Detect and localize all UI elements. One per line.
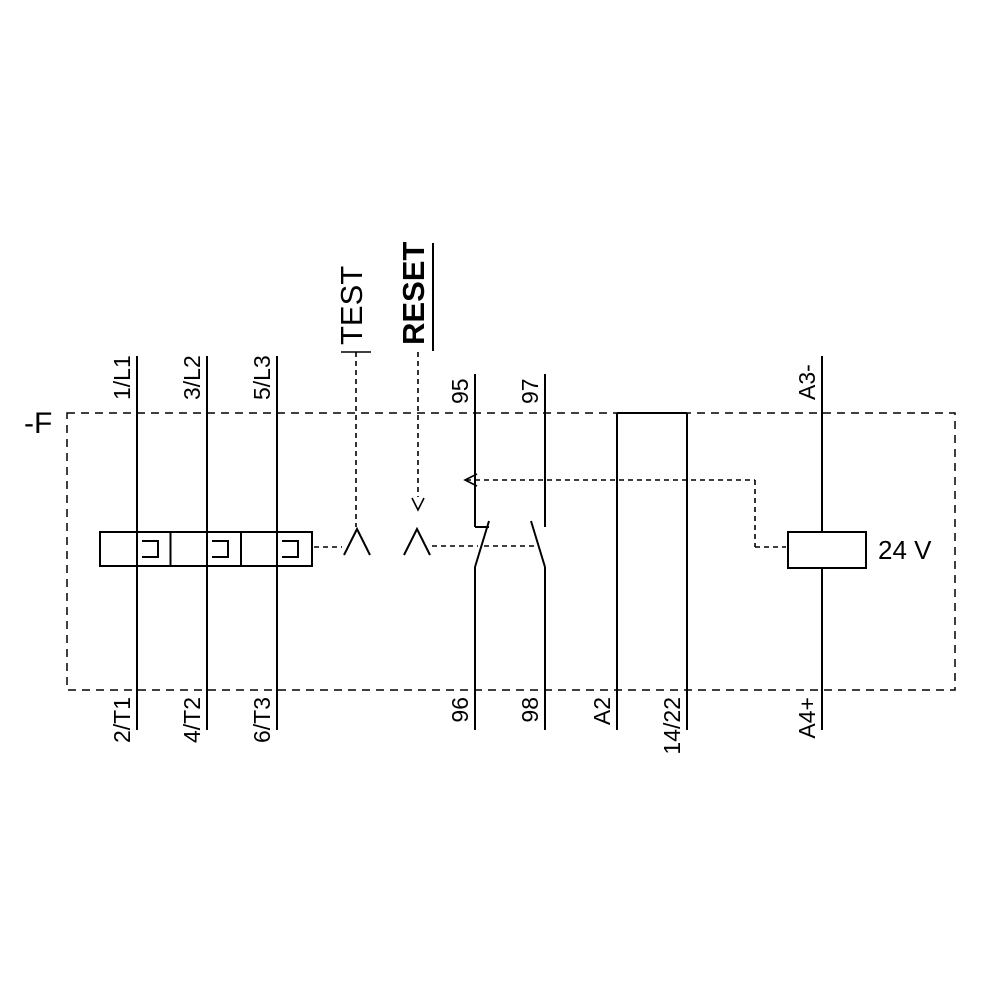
terminal-label-2t1: 2/T1 [109,697,135,743]
terminal-label-97: 97 [517,378,543,404]
nc-contact-95-96 [474,374,490,730]
terminal-label-a2: A2 [589,697,615,725]
trip-lever-test-icon [343,526,371,556]
auto-reset-signal-path [463,473,786,548]
no-contact-blade [530,520,546,568]
enclosure-boundary [66,412,956,691]
trip-lever-reset-icon [403,526,431,556]
terminal-label-4t2: 4/T2 [179,697,205,743]
heater-element-1-icon [142,540,159,558]
reset-control: RESET [396,242,434,512]
terminal-label-1l1: 1/L1 [109,355,135,400]
terminal-label-a3: A3- [794,364,820,400]
test-control: TEST [334,266,371,527]
control-terminal-lines [616,412,688,730]
heater-element-2-icon [212,540,229,558]
terminal-label-95: 95 [447,378,473,404]
heater-element-3-icon [282,540,299,558]
auto-reset-arrow-left-icon [463,473,478,487]
test-label: TEST [334,266,369,345]
reset-label: RESET [396,242,431,345]
terminal-label-96: 96 [447,697,473,723]
terminal-label-a4: A4+ [794,697,820,739]
terminal-label-5l3: 5/L3 [249,355,275,400]
terminal-label-1422: 14/22 [659,697,685,755]
main-pole-conductors [136,356,278,730]
terminal-label-3l2: 3/L2 [179,355,205,400]
supply-circuit [787,356,867,730]
thermal-block-outline [99,531,313,567]
coil-voltage-label: 24 V [878,535,932,565]
terminal-label-98: 98 [517,697,543,723]
trip-mechanism [314,526,534,556]
coil-24v-box [787,531,867,569]
thermal-element-block [99,531,313,567]
nc-contact-blade [474,520,490,568]
terminal-label-6t3: 6/T3 [249,697,275,743]
no-contact-97-98 [530,374,546,730]
reset-arrow-down-icon [411,497,425,512]
device-label: -F [24,407,52,440]
